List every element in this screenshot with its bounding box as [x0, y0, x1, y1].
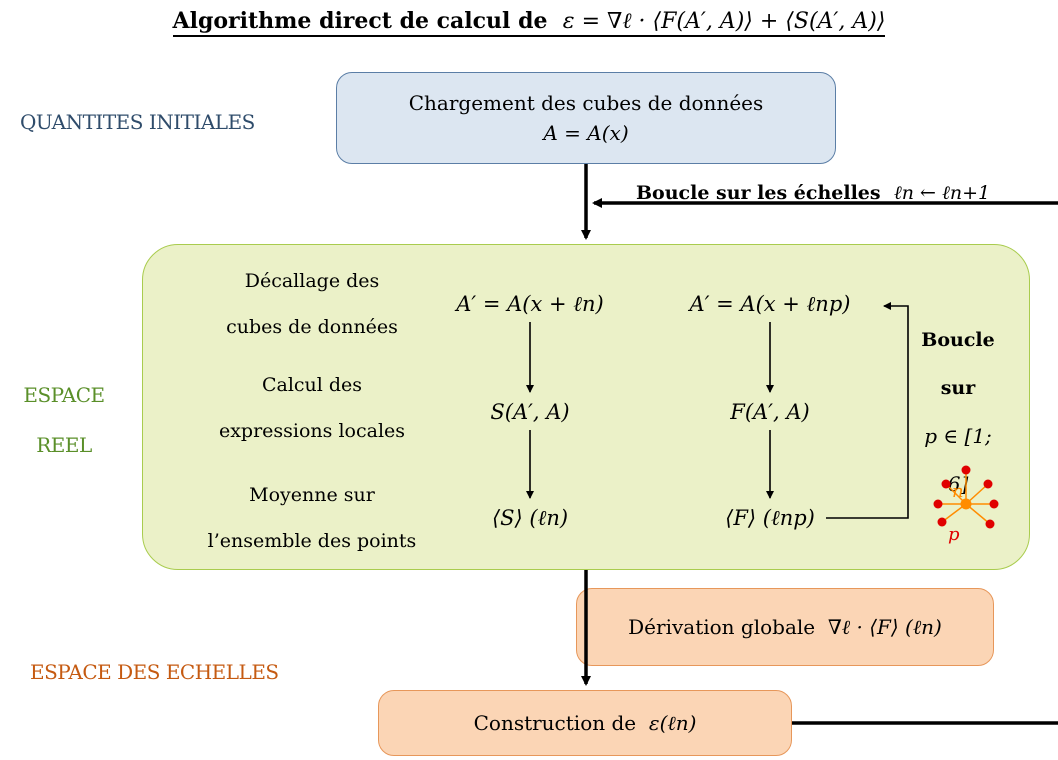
label-real-space: ESPACE REEL — [18, 370, 110, 470]
row-mean-line2: l’ensemble des points — [207, 530, 417, 552]
col2-local: F(A′, A) — [730, 400, 810, 424]
real-space-box — [142, 244, 1030, 570]
construction-text: Construction de — [473, 711, 637, 735]
col1-mean: ⟨S⟩ (ℓn) — [491, 506, 569, 530]
inner-loop-label: Boucle sur p ∈ [1; 6] — [918, 316, 998, 508]
construction-formula: ε(ℓn) — [648, 711, 697, 735]
row-local-line1: Calcul des — [261, 374, 363, 396]
title-formula: ε = ∇ℓ · ⟨F(A′, A)⟩ + ⟨S(A′, A)⟩ — [562, 9, 886, 34]
label-initial-quantities: QUANTITES INITIALES — [20, 110, 255, 134]
row-shift-line2: cubes de données — [226, 316, 398, 338]
label-scale-space: ESPACE DES ECHELLES — [30, 660, 279, 684]
derivation-text: Dérivation globale — [628, 615, 816, 639]
derivation-formula: ∇ℓ · ⟨F⟩ (ℓn) — [827, 615, 942, 639]
col2-mean: ⟨F⟩ (ℓnp) — [725, 506, 815, 530]
col1-local: S(A′, A) — [490, 400, 570, 424]
load-box-formula: A = A(x) — [543, 121, 629, 145]
scale-loop-formula: ℓn ← ℓn+1 — [893, 182, 991, 204]
scale-loop-label: Boucle sur les échelles ℓn ← ℓn+1 — [636, 182, 990, 205]
construction-box: Construction de ε(ℓn) — [378, 690, 792, 756]
title-text: Algorithme direct de calcul de — [172, 8, 548, 34]
inner-loop-line1: Boucle — [921, 329, 995, 351]
col1-shift: A′ = A(x + ℓn) — [456, 292, 604, 316]
row-local-line2: expressions locales — [218, 420, 406, 442]
neighbor-stencil-icon — [933, 465, 999, 529]
load-box-text: Chargement des cubes de données — [408, 91, 764, 115]
icon-label-n: n — [952, 481, 964, 502]
row-mean-line1: Moyenne sur — [249, 484, 375, 506]
label-real-line2: REEL — [36, 433, 92, 457]
inner-loop-connector — [826, 302, 909, 519]
derivation-box: Dérivation globale ∇ℓ · ⟨F⟩ (ℓn) — [576, 588, 994, 666]
load-box: Chargement des cubes de données A = A(x) — [336, 72, 836, 164]
row-shift-label: Décallage des cubes de données — [182, 258, 442, 350]
col2-shift: A′ = A(x + ℓnp) — [689, 292, 851, 316]
label-real-line1: ESPACE — [23, 383, 105, 407]
page-title: Algorithme direct de calcul de ε = ∇ℓ · … — [0, 8, 1058, 37]
scale-loop-text: Boucle sur les échelles — [636, 182, 881, 204]
inner-loop-line2: sur — [940, 377, 976, 399]
icon-label-p: p — [948, 524, 960, 545]
row-local-label: Calcul des expressions locales — [182, 362, 442, 454]
row-mean-label: Moyenne sur l’ensemble des points — [182, 472, 442, 564]
row-shift-line1: Décallage des — [244, 270, 380, 292]
